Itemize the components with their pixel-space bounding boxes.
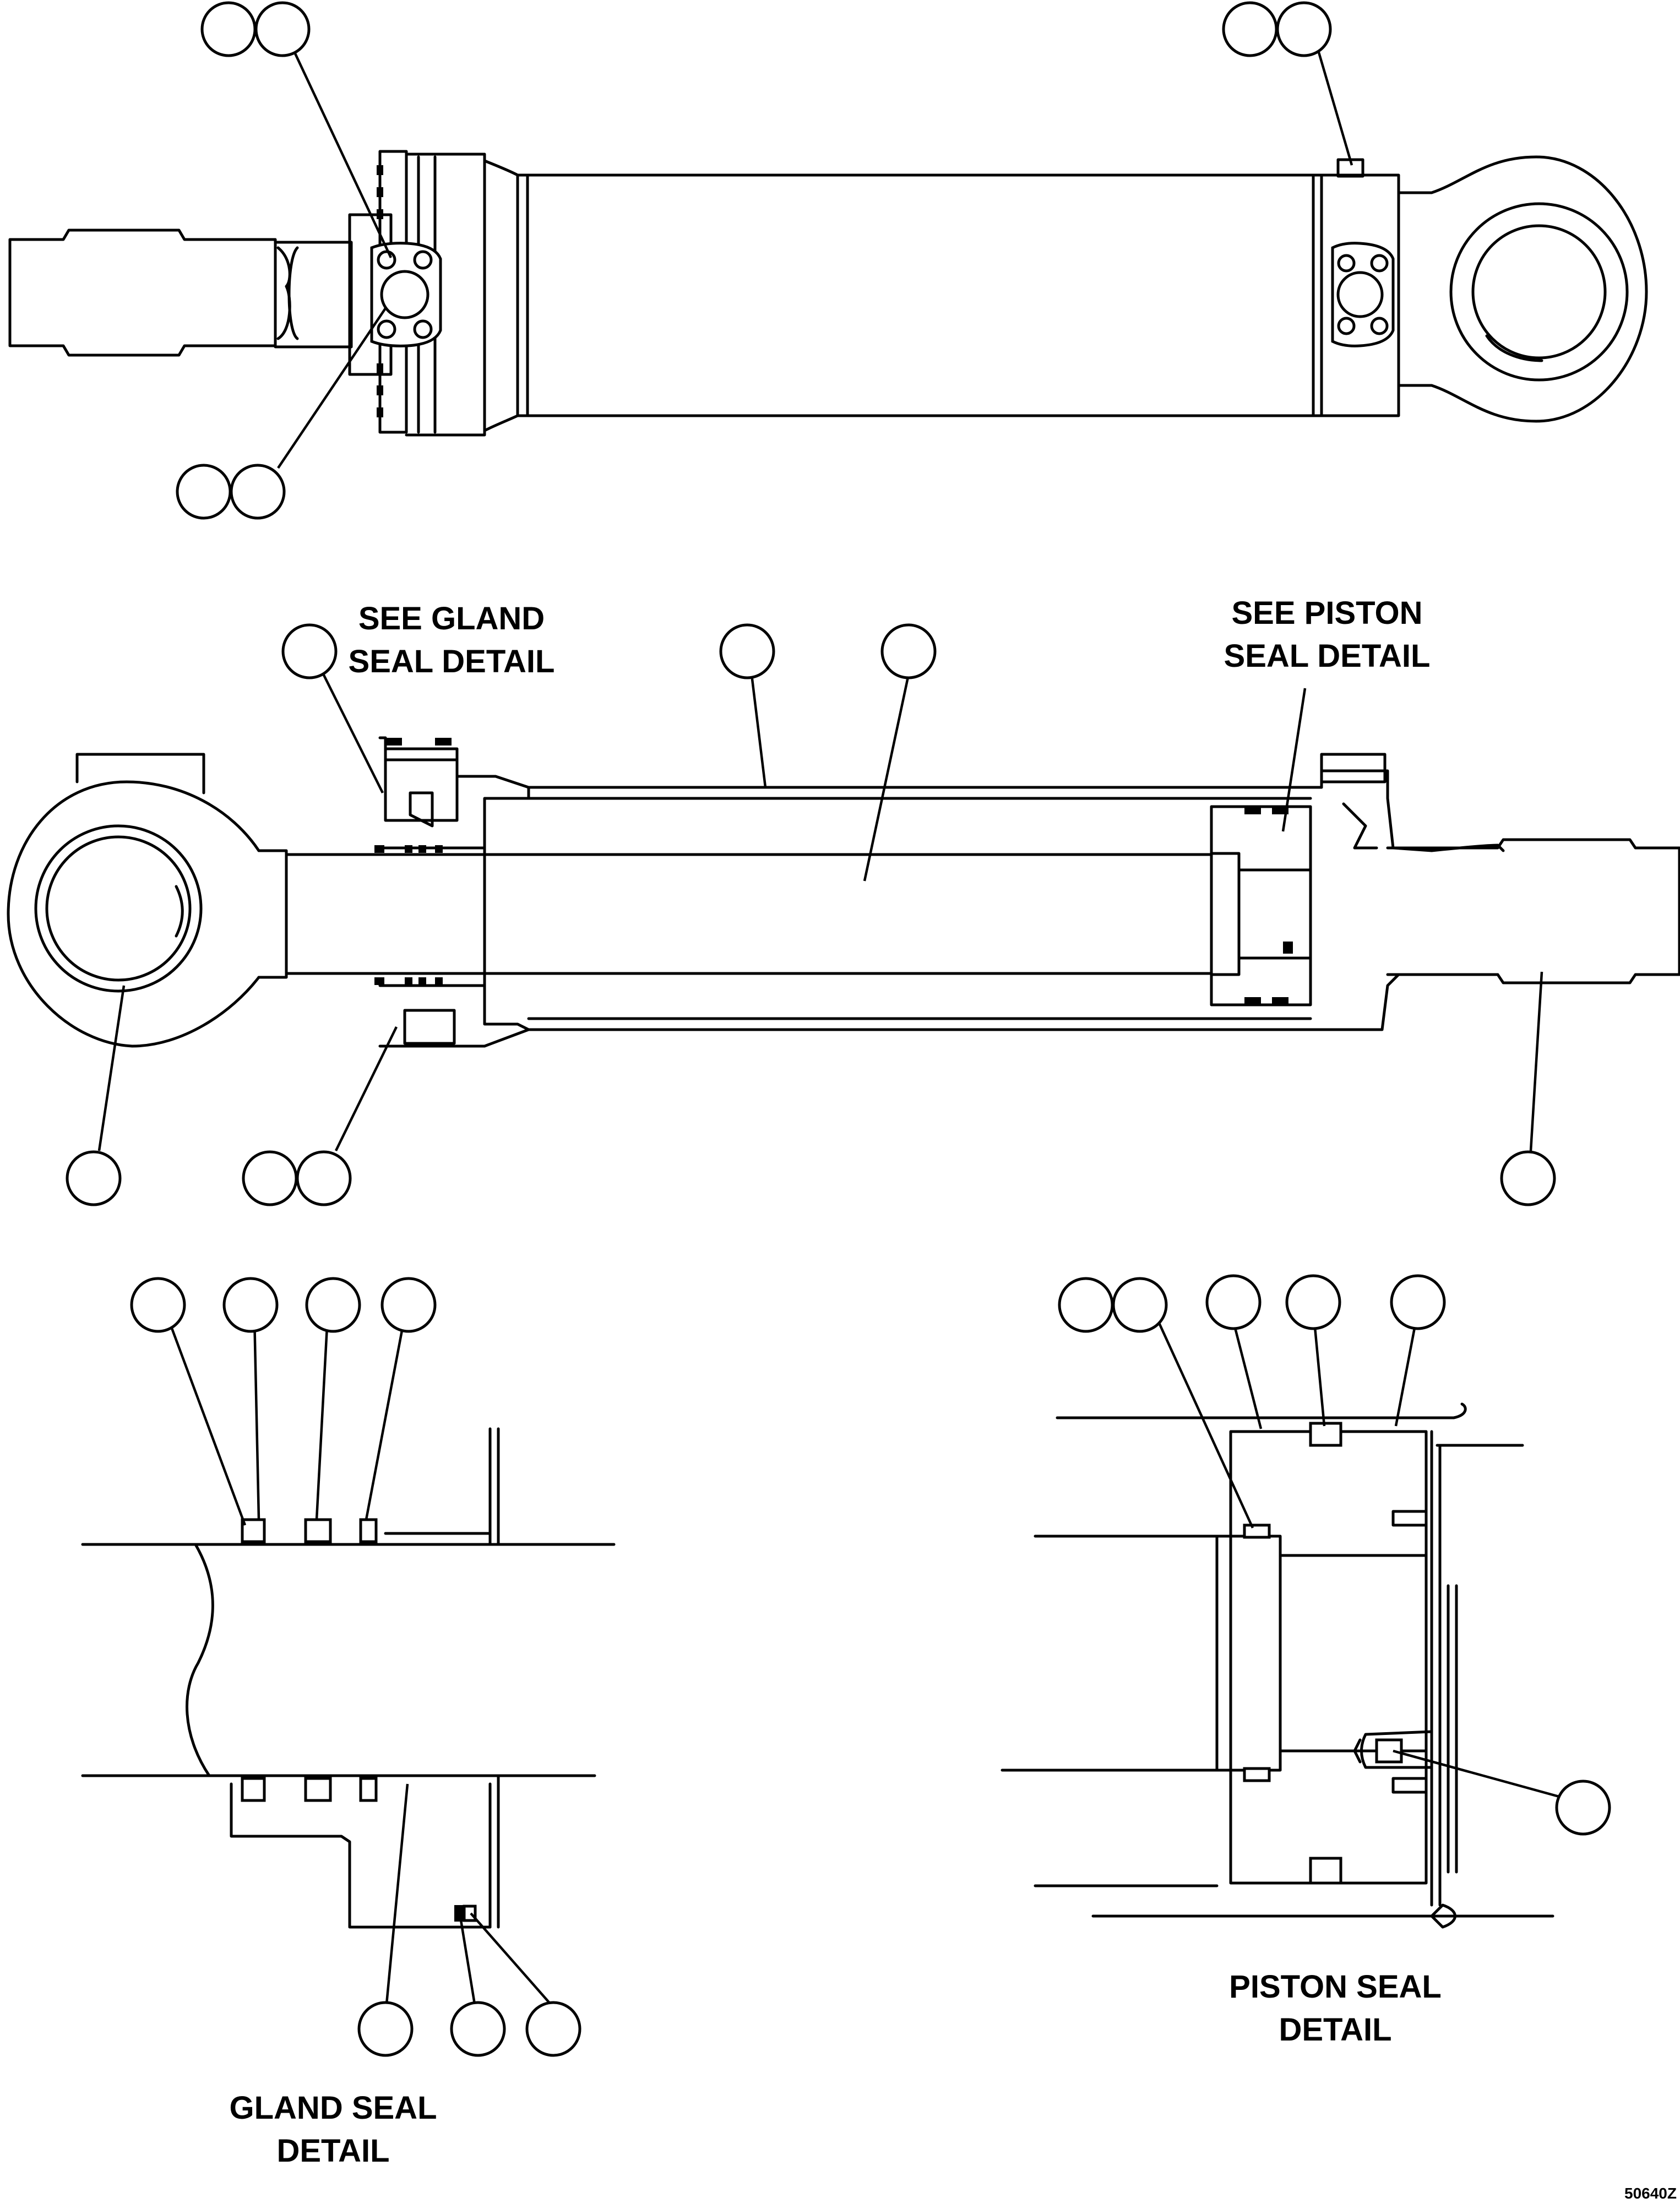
piston-seal-detail (1001, 1402, 1554, 1929)
gland-seal-detail (81, 1427, 616, 1929)
see-gland-seal-detail-label: SEE GLAND SEAL DETAIL (348, 601, 555, 679)
drawing-number: 50640Z (1624, 2185, 1677, 2202)
piston-seal-detail-label: PISTON SEAL DETAIL (1229, 1969, 1442, 2048)
cylinder-exterior-view (8, 150, 1648, 437)
leader-lines (97, 52, 1584, 2005)
gland-seal-detail-label: GLAND SEAL DETAIL (229, 2090, 437, 2169)
item-balloons (66, 1, 1611, 2057)
cylinder-section-view (7, 736, 1680, 1048)
see-piston-seal-detail-label: SEE PISTON SEAL DETAIL (1224, 595, 1431, 674)
